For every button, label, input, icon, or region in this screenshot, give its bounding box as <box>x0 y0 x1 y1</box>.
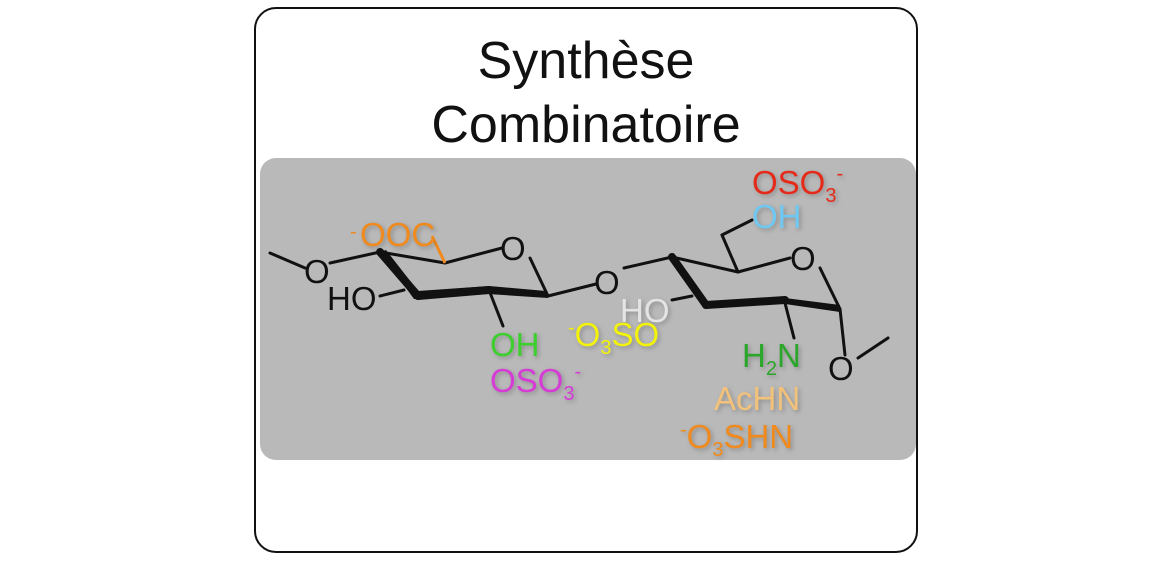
methoxy-oxygen-left: O <box>304 253 330 290</box>
bond <box>546 282 598 298</box>
bond-bold <box>414 286 493 300</box>
glycosidic-oxygen: O <box>594 264 620 301</box>
bond <box>736 256 792 274</box>
bond-bold <box>702 296 789 309</box>
ring-oxygen-right: O <box>790 240 816 277</box>
right-ring-bonds <box>670 218 890 360</box>
bond <box>818 266 842 311</box>
bond <box>670 255 740 274</box>
bond <box>443 246 504 265</box>
bond-bold <box>376 248 422 300</box>
left-ring-bonds <box>268 246 674 328</box>
bond <box>268 251 307 270</box>
bond <box>670 294 694 302</box>
bond <box>622 255 674 270</box>
h2n-label: H2N <box>742 337 801 380</box>
bond <box>856 336 890 360</box>
title-line-2: Combinatoire <box>431 96 741 154</box>
ooc-charge: - <box>350 221 357 243</box>
oh-blue-label: OH <box>752 198 802 235</box>
methoxy-oxygen-right: O <box>828 350 854 387</box>
bond <box>328 250 382 265</box>
ooc-label: OOC <box>360 216 435 253</box>
bond <box>378 250 447 265</box>
oso3-red-label: OSO3- <box>752 163 843 207</box>
achn-label: AcHN <box>714 380 800 417</box>
bond <box>378 288 406 298</box>
oh-green-label: OH <box>490 326 540 363</box>
bond <box>528 256 550 298</box>
right-ring-wedge <box>785 298 840 312</box>
o3so-yellow-label: -O3SO <box>568 316 659 359</box>
title-line-1: Synthèse <box>477 32 695 90</box>
bond-bold <box>668 253 710 309</box>
structure-panel <box>260 158 916 460</box>
o3shn-label: -O3SHN <box>680 418 793 461</box>
hydroxyl-left: HO <box>327 280 377 317</box>
bond <box>720 218 754 237</box>
hydroxyl-white: HO <box>620 292 670 329</box>
oso3-magenta-label: OSO3- <box>490 361 581 405</box>
bond <box>783 301 796 340</box>
ring-oxygen-left: O <box>500 230 526 267</box>
bond-carboxylate <box>430 235 447 264</box>
bond <box>487 288 505 328</box>
bond <box>720 233 740 274</box>
bond <box>838 307 847 357</box>
